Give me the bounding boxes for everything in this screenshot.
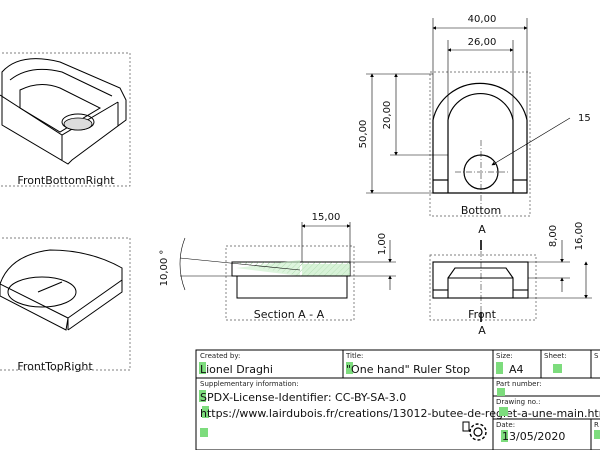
drawing-no-label: Drawing no.: [496,398,541,406]
highlight-marker [346,362,353,374]
date-label: Date: [496,421,515,429]
sheet-label: Sheet: [544,352,567,360]
view-label-bottom: Bottom [461,204,501,217]
highlight-marker [199,390,206,402]
view-label-front-top-right: FrontTopRight [17,360,93,373]
dim-bottom-height-partial: 20,00 [382,101,393,130]
dim-section-height: 1,00 [377,233,388,255]
dim-bottom-width-outer: 40,00 [468,14,497,25]
dim-front-height-small: 8,00 [548,225,559,247]
highlight-marker [501,430,508,442]
view-label-section: Section A - A [254,308,325,321]
part-number-label: Part number: [496,380,542,388]
dim-front-height-large: 16,00 [574,222,585,251]
view-front-top-right: FrontTopRight [0,237,131,373]
view-bottom: 40,00 26,00 50,00 20,00 15 Bottom [358,14,591,217]
gear-icon [462,421,487,441]
created-by-label: Created by: [200,352,240,360]
highlight-marker [202,406,209,418]
section-marker-top: A [478,223,486,236]
highlight-marker [497,388,505,396]
view-label-front-bottom-right: FrontBottomRight [17,174,115,187]
size-label: Size: [496,352,513,360]
highlight-marker [499,407,508,416]
highlight-marker [496,362,503,374]
highlight-marker [594,430,600,439]
revision-label-fragment: R [594,421,599,429]
supplementary-label: Supplementary information: [200,380,299,388]
dim-bottom-width-inner: 26,00 [468,37,497,48]
highlight-marker [553,364,562,373]
view-label-front: Front [468,308,497,321]
created-by-value: Lionel Draghi [200,363,273,376]
title-label: Title: [345,352,363,360]
dim-bottom-height-total: 50,00 [358,120,369,149]
title-block [195,349,600,450]
view-front: A A 8,00 16,00 Front [429,222,592,337]
section-marker-bottom: A [478,324,486,337]
dim-hole-diameter: 15 [578,113,591,124]
size-value: A4 [509,363,524,376]
highlight-marker [200,428,208,437]
highlight-marker [199,362,206,374]
view-front-bottom-right: FrontBottomRight [0,52,131,187]
supplementary-line2: https://www.lairdubois.fr/creations/1301… [200,407,600,420]
title-value: "One hand" Ruler Stop [346,363,470,376]
scale-label-fragment: S [594,352,599,360]
view-section-a-a: 15,00 1,00 10,00 ° Section A - A [159,212,396,321]
supplementary-line1: SPDX-License-Identifier: CC-BY-SA-3.0 [200,391,406,404]
dim-section-angle: 10,00 ° [159,250,170,287]
date-value: 13/05/2020 [502,430,565,443]
dim-section-length: 15,00 [312,212,341,223]
